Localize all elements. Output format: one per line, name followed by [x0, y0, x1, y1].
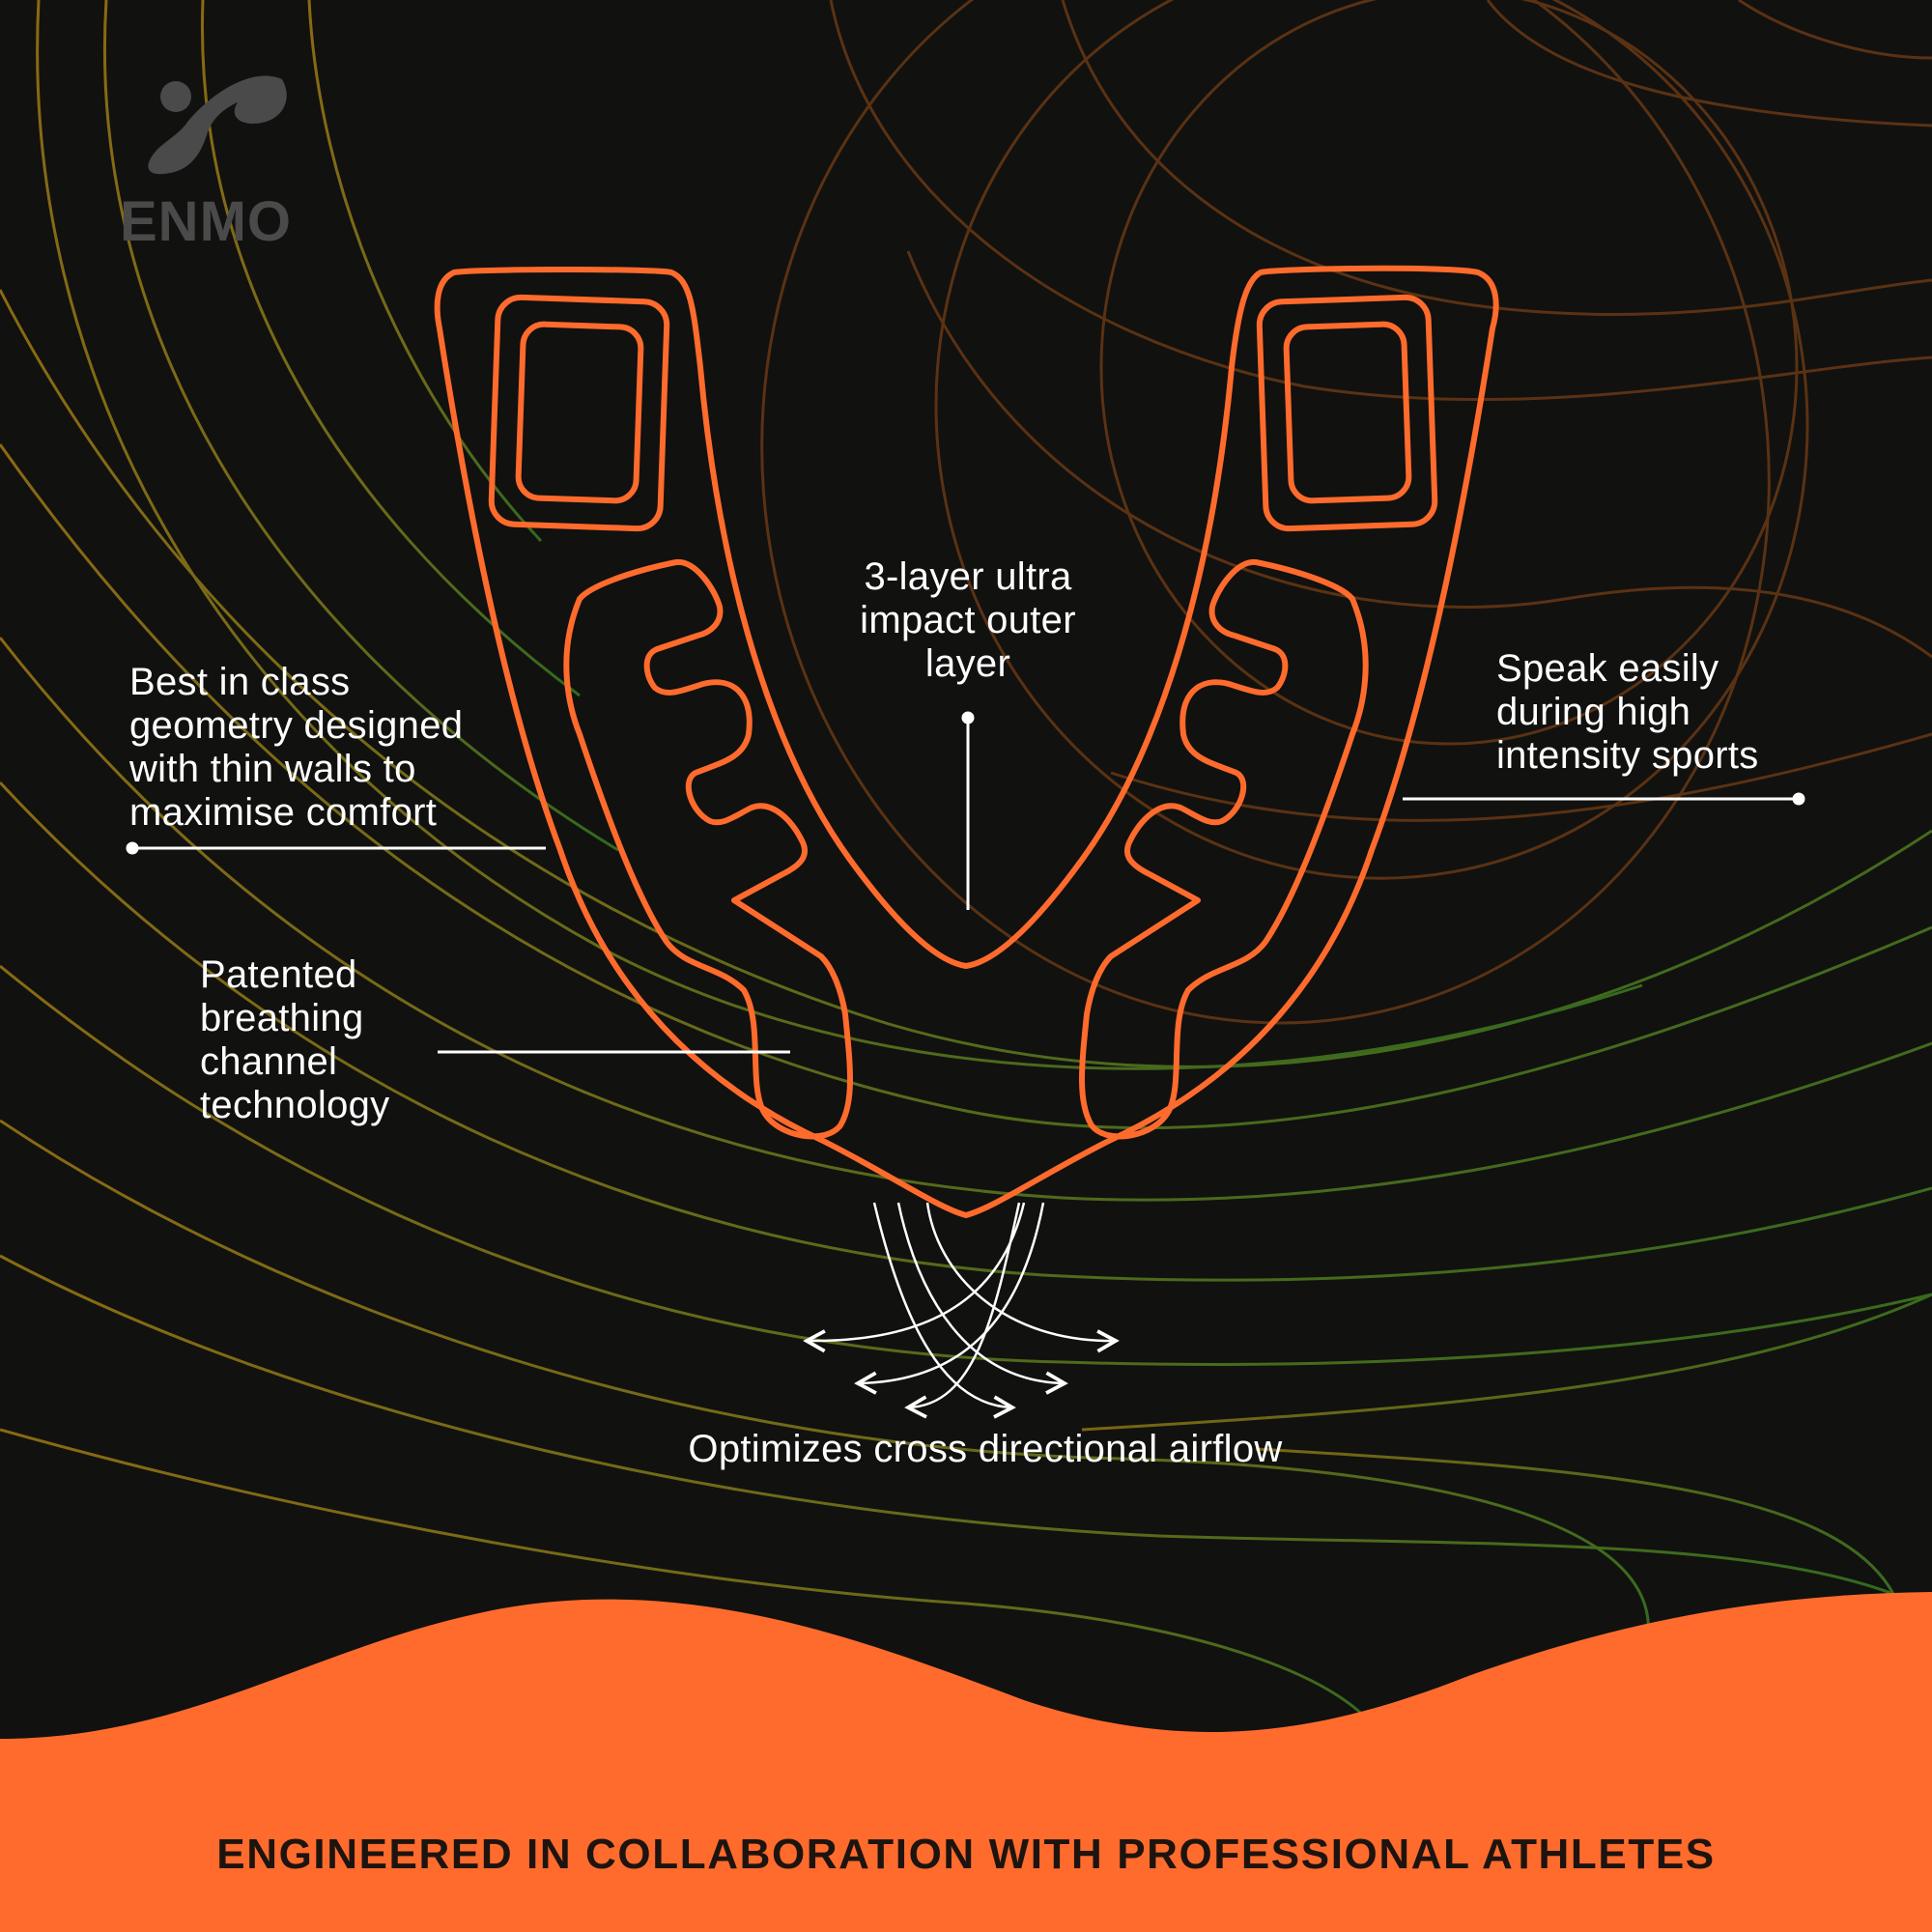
brand-name: ENMO [120, 190, 292, 253]
callout-outer-layer: 3-layer ultra impact outer layer [823, 555, 1113, 686]
callout-geometry-line-4: maximise comfort [129, 791, 438, 834]
callout-outer-layer-line-2: impact outer [860, 599, 1076, 641]
callout-breathing: Patented breathing channel technology [200, 953, 389, 1127]
left-molar-pad-inner [515, 321, 644, 504]
left-breathing-channel [563, 559, 853, 1140]
callout-airflow: Optimizes cross directional airflow [688, 1428, 1283, 1470]
callout-speak-line-3: intensity sports [1496, 734, 1759, 777]
callout-outer-layer-line-1: 3-layer ultra [864, 555, 1072, 598]
footer-tagline: ENGINEERED IN COLLABORATION WITH PROFESS… [216, 1831, 1716, 1878]
mouthguard-outer-shell [434, 265, 1499, 1218]
right-breathing-channel [1079, 559, 1369, 1140]
callout-breathing-line-1: Patented [200, 953, 357, 996]
callout-speak-line-2: during high [1496, 691, 1691, 733]
right-molar-pad-outer [1256, 294, 1438, 532]
callout-breathing-line-2: breathing [200, 997, 364, 1039]
contour-lines-lower [0, 0, 1932, 1740]
enmo-figure-logo-icon [148, 75, 287, 175]
callout-speak-line-1: Speak easily [1496, 647, 1719, 690]
contour-lines-upper [760, 0, 1932, 1025]
right-molar-pad-inner [1283, 321, 1412, 504]
geometry-leader-dot [126, 841, 139, 855]
callout-geometry: Best in class geometry designed with thi… [129, 661, 463, 835]
callout-speak: Speak easily during high intensity sport… [1496, 647, 1759, 778]
leader-lines [126, 711, 1805, 1054]
callout-breathing-line-3: channel [200, 1040, 338, 1083]
left-molar-pad-outer [488, 294, 670, 532]
mouthguard-diagram [434, 265, 1499, 1218]
contour-lines-right-green [1081, 1293, 1932, 1595]
speak-leader-dot [1792, 792, 1805, 806]
callout-outer-layer-line-3: layer [924, 642, 1011, 685]
callout-breathing-line-4: technology [200, 1084, 390, 1126]
callout-geometry-line-1: Best in class [129, 661, 351, 703]
callout-geometry-line-2: geometry designed [129, 704, 464, 747]
callout-geometry-line-3: with thin walls to [129, 748, 416, 790]
outer-layer-leader-dot [961, 711, 975, 724]
airflow-arrows [803, 1202, 1120, 1419]
bottom-wave [0, 1592, 1932, 1932]
